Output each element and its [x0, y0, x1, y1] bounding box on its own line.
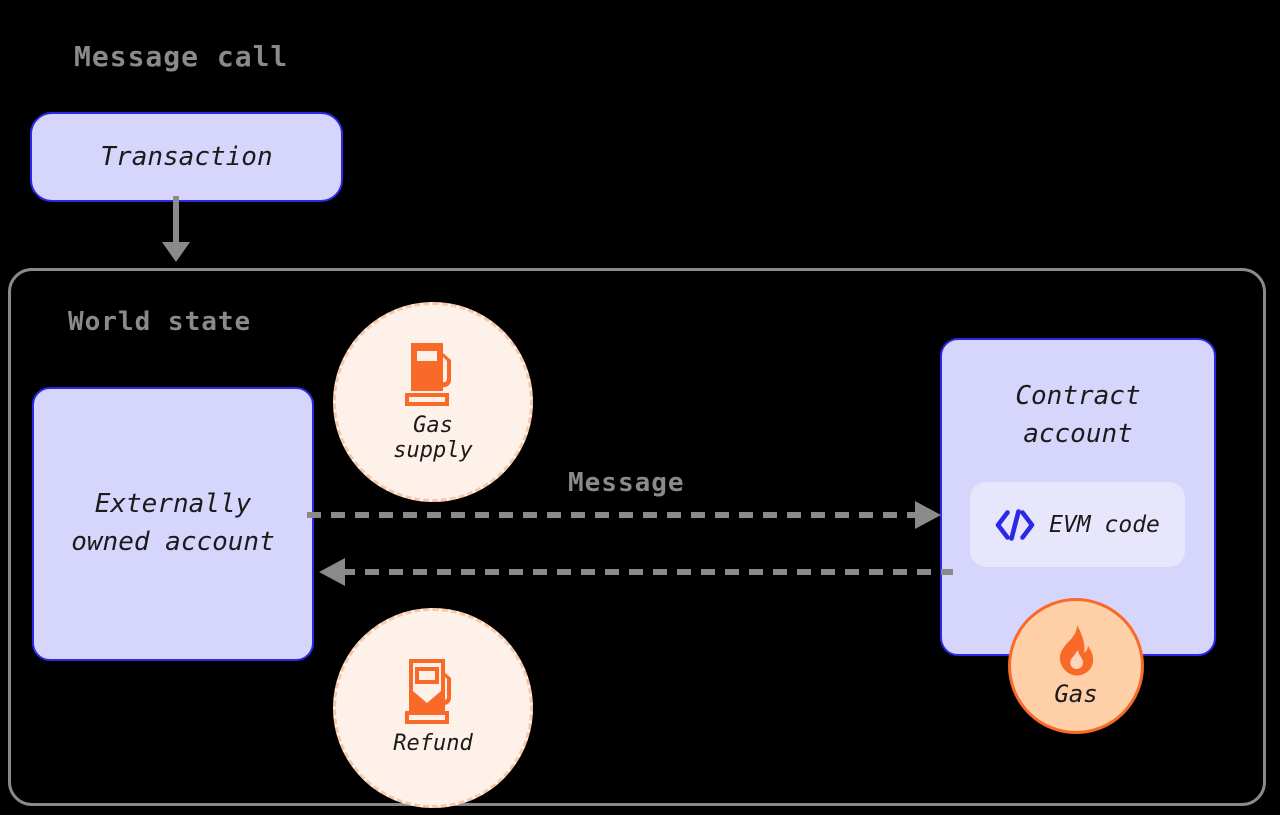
evm-code-pill: EVM code [970, 482, 1185, 567]
transaction-label: Transaction [100, 142, 273, 172]
refund-label: Refund [393, 731, 473, 757]
gas-label: Gas [1054, 680, 1098, 708]
arrow-message-eoa-to-contract [307, 501, 941, 529]
refund-badge: Refund [333, 608, 533, 808]
world-state-title: World state [68, 307, 252, 337]
page-title: Message call [74, 40, 289, 73]
fuel-pump-partial-icon [405, 659, 452, 725]
code-brackets-icon [995, 508, 1035, 541]
flame-icon [1059, 625, 1094, 676]
gas-badge: Gas [1008, 598, 1144, 734]
evm-code-label: EVM code [1049, 511, 1160, 538]
gas-supply-badge: Gas supply [333, 302, 533, 502]
transaction-node: Transaction [30, 112, 343, 202]
contract-label-line1: Contract [1015, 381, 1141, 411]
gas-supply-label: Gas supply [393, 412, 473, 463]
world-state-container [8, 268, 1266, 806]
eoa-label-line1: Externally [94, 489, 252, 520]
eoa-label-line2: owned account [71, 527, 275, 557]
fuel-pump-full-icon [405, 342, 452, 406]
contract-label-line2: account [1023, 418, 1133, 449]
externally-owned-account-node: Externally owned account [32, 387, 314, 661]
arrow-message-contract-to-eoa [319, 558, 953, 586]
message-connector-label: Message [568, 468, 685, 498]
arrow-transaction-to-world [162, 196, 190, 262]
